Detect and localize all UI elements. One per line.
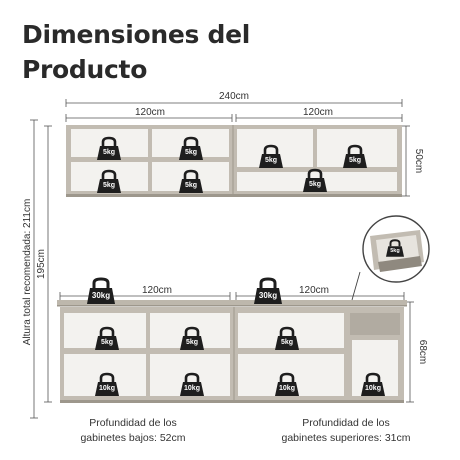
lower-right-width-label: 120cm xyxy=(299,285,329,296)
upper-height-label: 50cm xyxy=(413,149,424,173)
load-label: 5kg xyxy=(281,339,293,346)
load-label: 10kg xyxy=(184,385,200,392)
total-width-label: 240cm xyxy=(219,91,249,102)
upper-depth-note-line-2: gabinetes superiores: 31cm xyxy=(281,432,411,444)
load-label: 10kg xyxy=(365,385,381,392)
recommended-height-label: Altura total recomendada: 211cm xyxy=(22,199,33,346)
load-label: 5kg xyxy=(390,248,399,254)
upper-depth-note-line-1: Profundidad de los xyxy=(302,417,390,429)
load-label: 5kg xyxy=(186,339,198,346)
title-line-2: Producto xyxy=(22,55,148,84)
load-label: 5kg xyxy=(101,339,113,346)
overall-height-label: 195cm xyxy=(36,249,47,279)
load-label: 5kg xyxy=(349,157,361,164)
lower-height-label: 68cm xyxy=(417,340,428,364)
lower-depth-note-line-2: gabinetes bajos: 52cm xyxy=(80,432,186,444)
load-label: 5kg xyxy=(185,182,197,189)
load-label: 5kg xyxy=(103,182,115,189)
lower-depth-note: Profundidad de los gabinetes bajos: 52cm xyxy=(58,416,208,446)
load-label: 10kg xyxy=(279,385,295,392)
load-label: 10kg xyxy=(99,385,115,392)
load-label-top: 30kg xyxy=(92,291,110,300)
dimension-lines xyxy=(30,99,414,419)
upper-cabinet xyxy=(66,125,402,197)
upper-right-width-label: 120cm xyxy=(303,107,333,118)
lower-cabinet xyxy=(57,300,407,403)
lower-left-width-label: 120cm xyxy=(142,285,172,296)
lower-depth-note-line-1: Profundidad de los xyxy=(89,417,177,429)
upper-left-width-label: 120cm xyxy=(135,107,165,118)
load-label-top: 30kg xyxy=(259,291,277,300)
load-label: 5kg xyxy=(309,181,321,188)
load-label: 5kg xyxy=(265,157,277,164)
upper-depth-note: Profundidad de los gabinetes superiores:… xyxy=(258,416,434,446)
load-label: 5kg xyxy=(103,149,115,156)
load-label: 5kg xyxy=(185,149,197,156)
title-line-1: Dimensiones del xyxy=(22,20,251,49)
